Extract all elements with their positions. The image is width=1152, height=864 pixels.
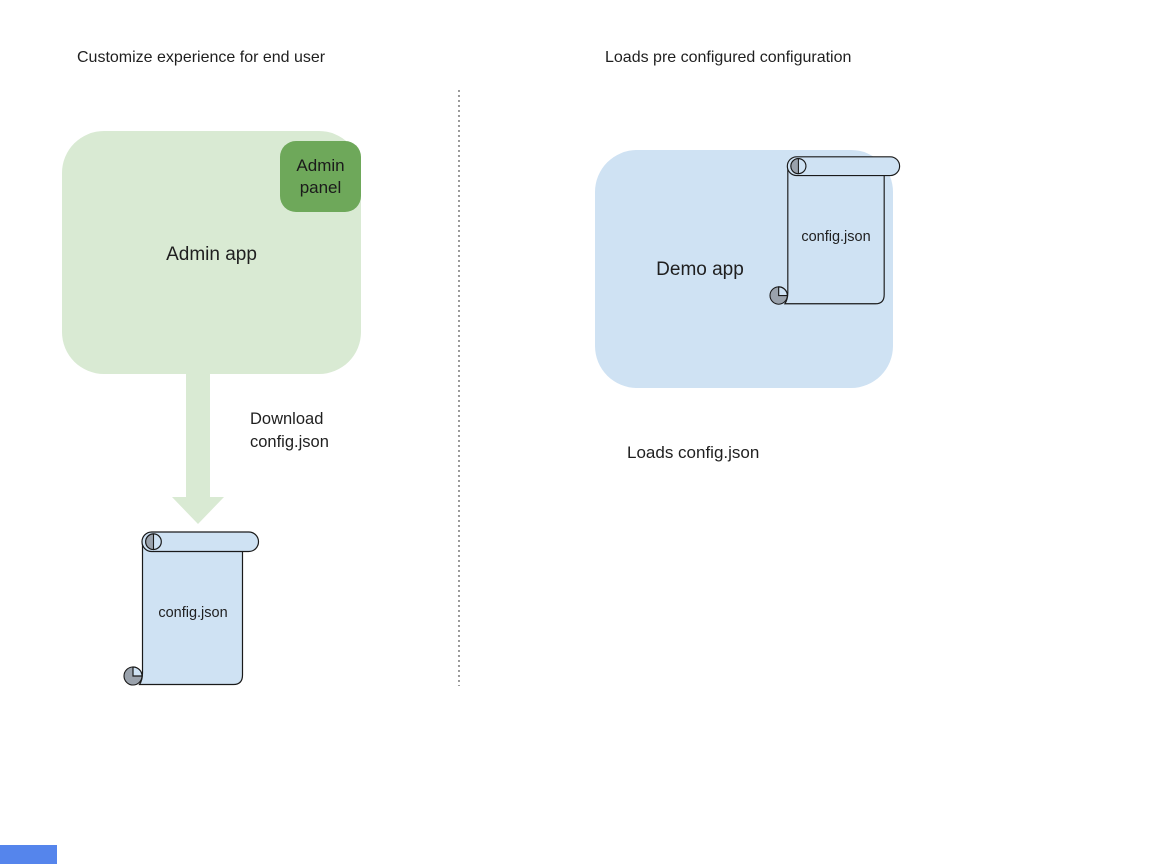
download-arrow-label: Download config.json: [250, 410, 329, 451]
right-section-heading: Loads pre configured configuration: [605, 49, 852, 66]
config-file-scroll-icon: [123, 531, 260, 686]
section-divider: [458, 90, 460, 686]
config-file-scroll-icon: [769, 156, 901, 305]
admin-panel-label: Admin panel: [296, 155, 345, 197]
admin-panel-box: Admin panel: [280, 141, 361, 212]
config-file-label: config.json: [158, 605, 228, 621]
left-section-heading: Customize experience for end user: [77, 49, 326, 66]
loads-config-caption: Loads config.json: [627, 443, 760, 462]
partial-blue-shape: [0, 845, 57, 864]
download-arrow-icon: [172, 374, 224, 524]
admin-app-label: Admin app: [166, 244, 257, 265]
config-file-label: config.json: [801, 229, 871, 245]
demo-app-label: Demo app: [656, 259, 744, 280]
